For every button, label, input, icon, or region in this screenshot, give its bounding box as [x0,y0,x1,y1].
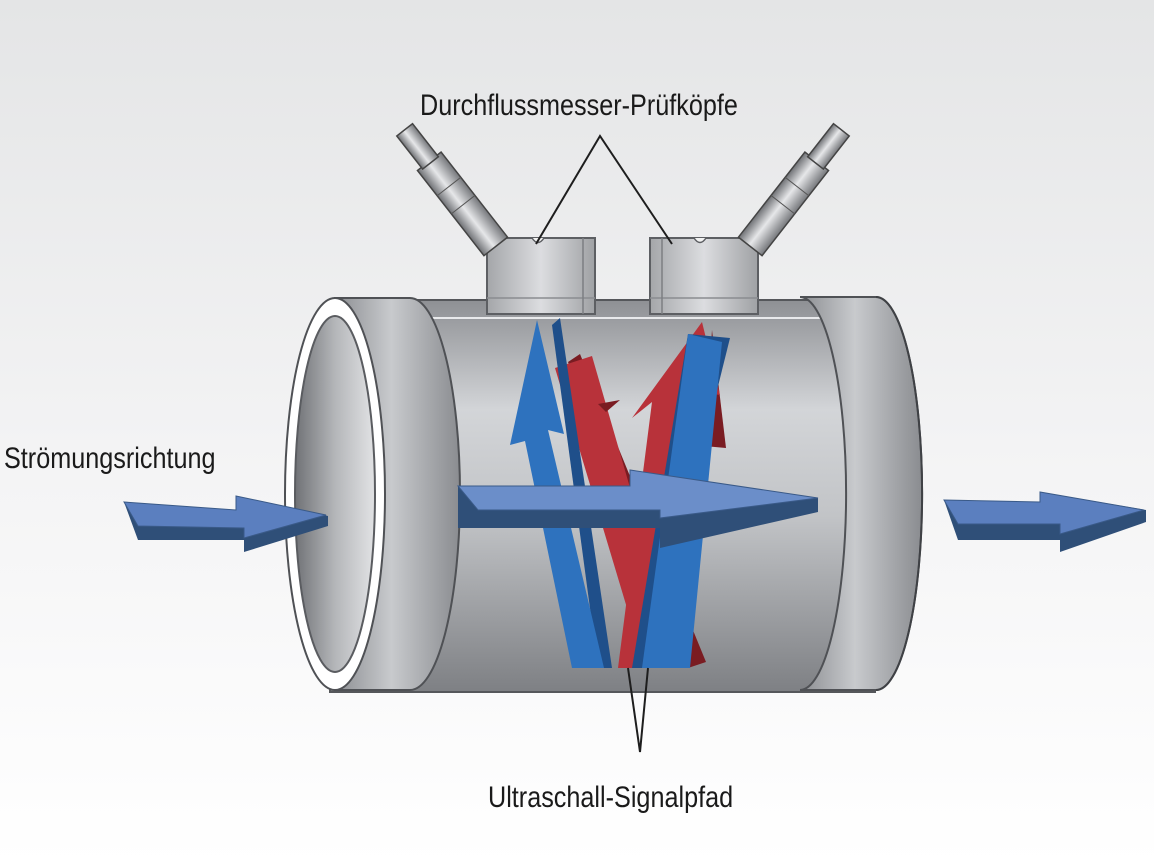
probes-label: Durchflussmesser-Prüfköpfe [420,89,738,122]
transducer-cable-icon [395,122,509,257]
left-flange [284,297,461,691]
ultrasonic-probe-icon [395,122,851,315]
signal-path-label: Ultraschall-Signalpfad [488,781,734,814]
flow-direction-label: Strömungsrichtung [4,442,216,475]
transducer-cable-icon [737,122,851,257]
probe-right [649,122,851,315]
flow-arrow-icon [456,469,819,548]
probe-leader-line [535,134,673,245]
probe-left [395,122,596,315]
flow-arrow-icon [123,495,328,552]
leader-lines [535,134,673,753]
flow-arrow-icon [943,491,1146,552]
pipe-bore [294,315,376,673]
signal-leader-line [627,667,649,753]
right-flange [799,296,924,691]
